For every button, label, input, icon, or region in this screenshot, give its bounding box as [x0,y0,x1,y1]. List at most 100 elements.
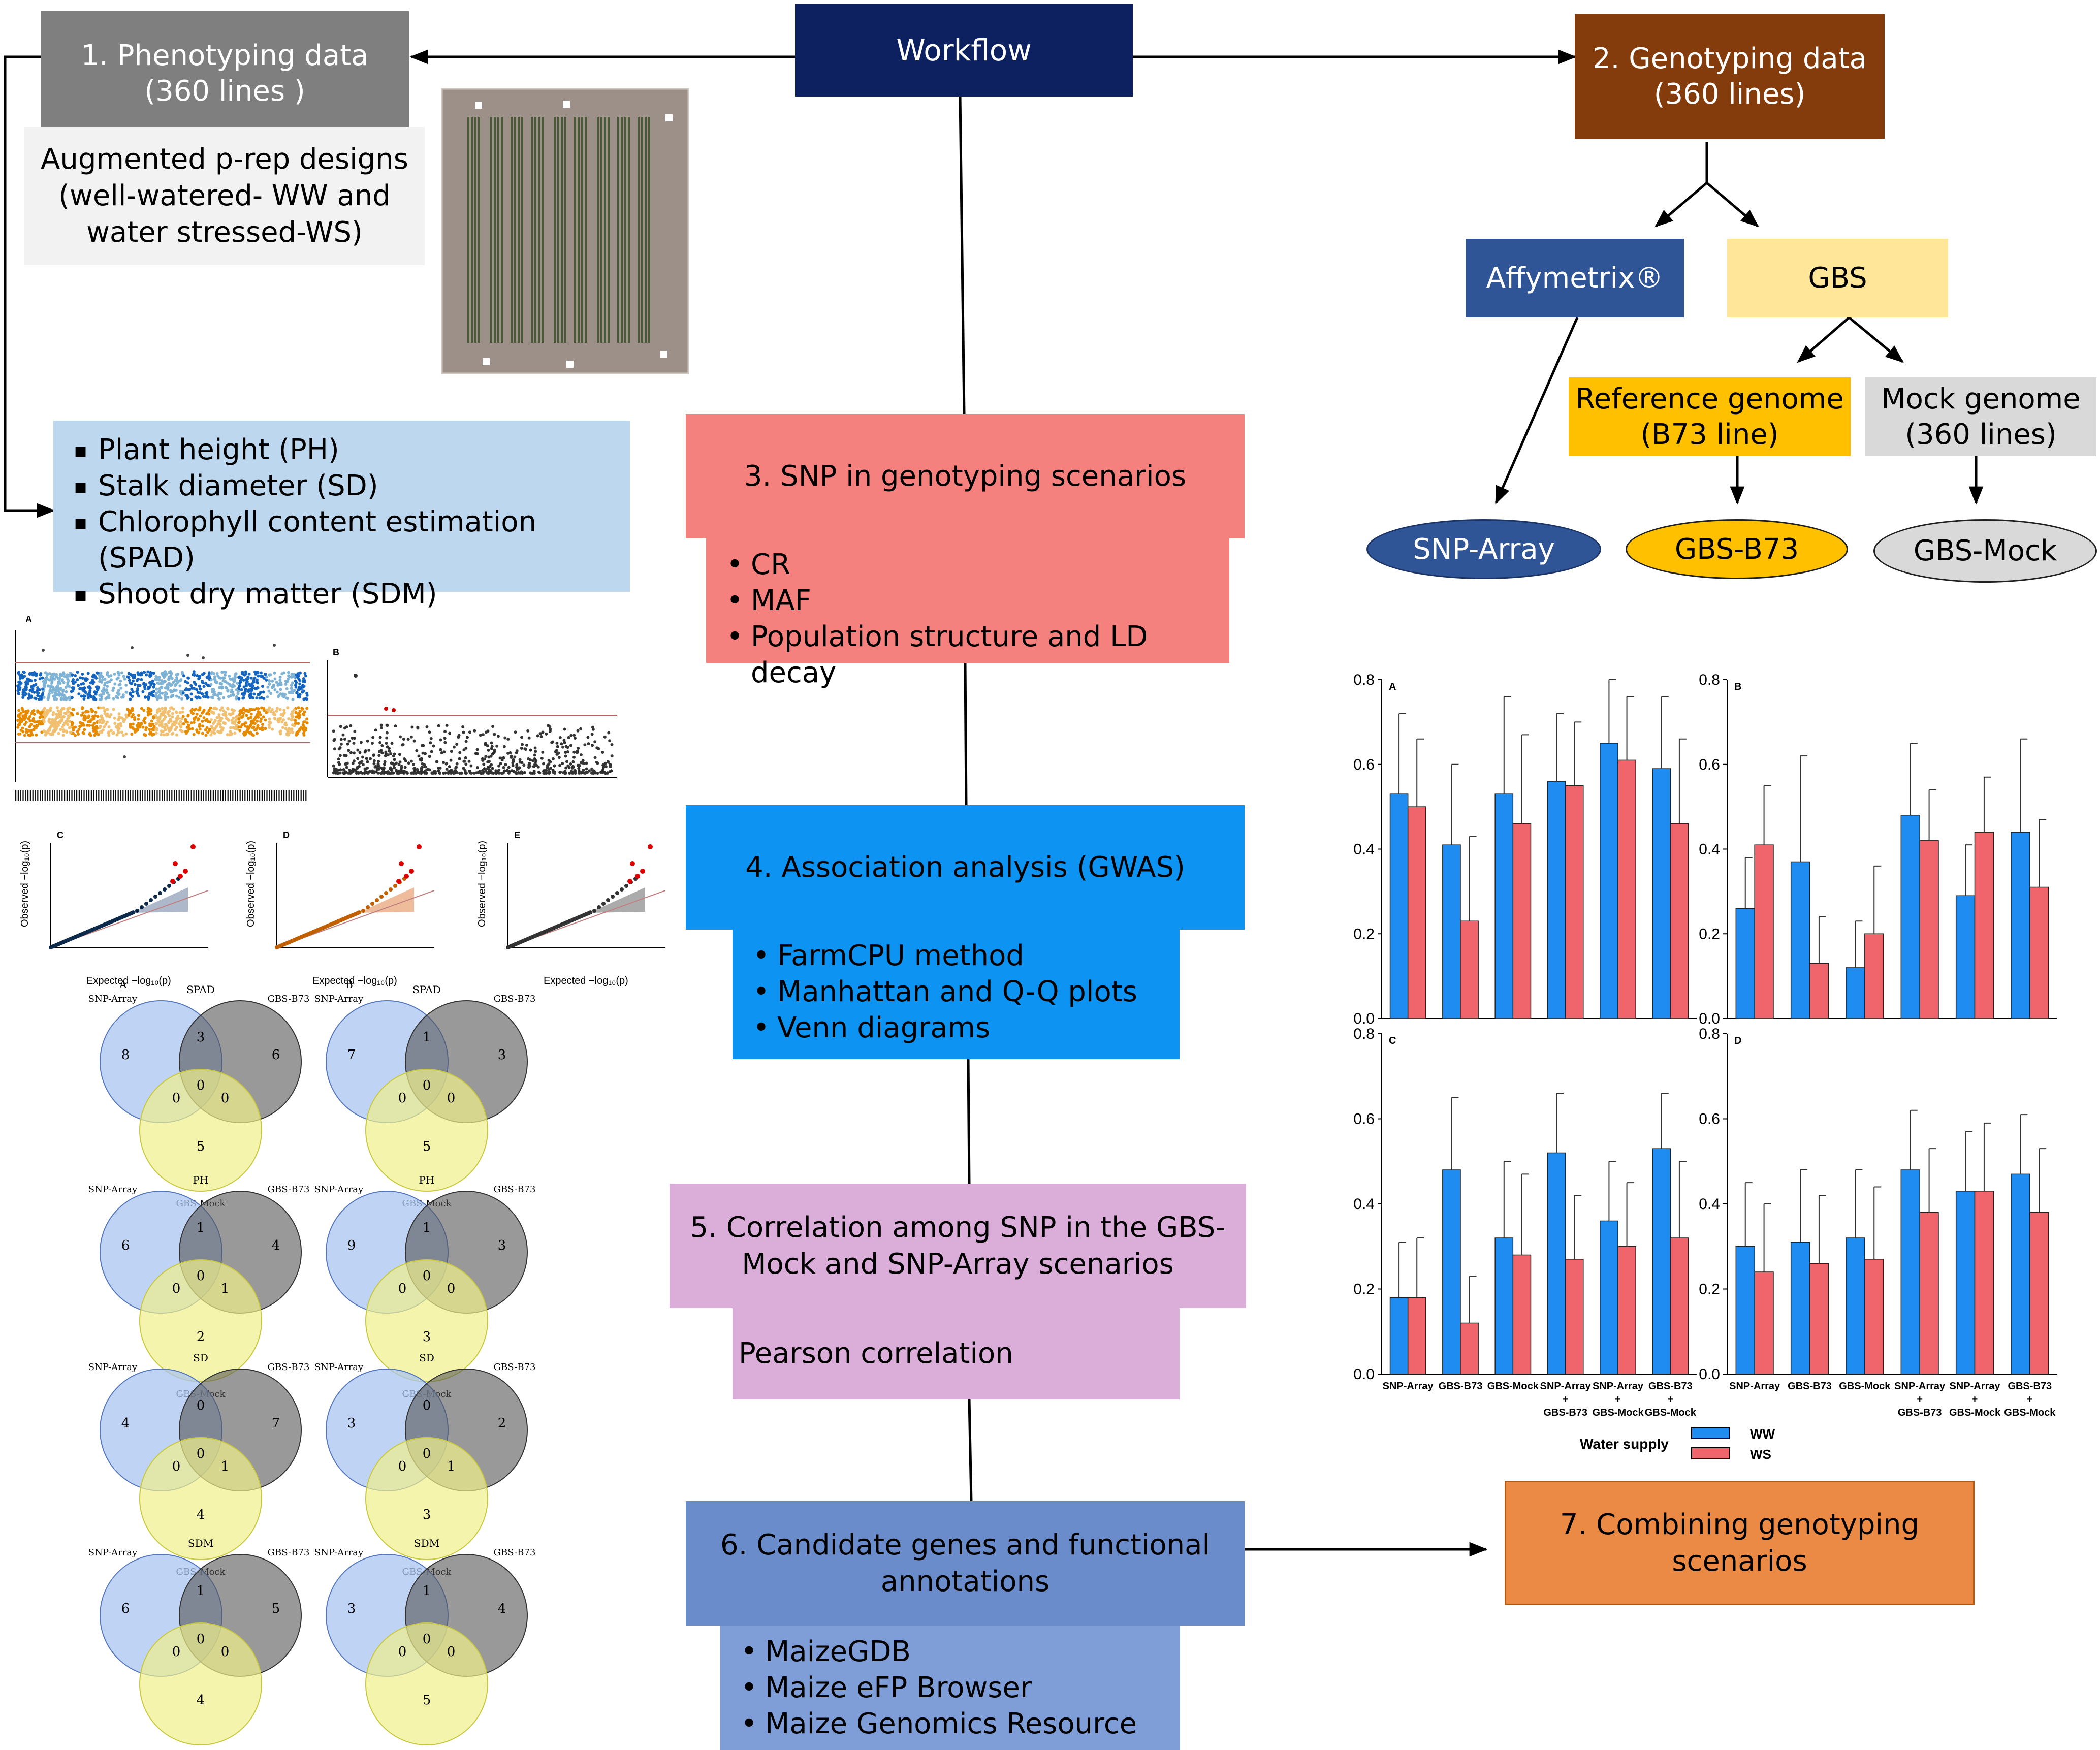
scenario-snp-array: SNP-Array [1366,519,1601,579]
workflow-title: Workflow [795,4,1133,97]
bar-panel-label: D [1734,1035,1741,1046]
venn-count: 6 [121,1238,130,1253]
bar-ww [1442,1169,1461,1375]
venn-set-gbs-b73: GBS-B73 [268,1184,310,1195]
x-tick-label: SNP-Array [1949,1381,2000,1392]
venn-count: 4 [272,1238,280,1253]
step5-correlation: 5. Correlation among SNP in the GBS- Moc… [670,1184,1246,1308]
step7-line2: scenarios [1672,1544,1807,1578]
x-tick-label: SNP-Array [1383,1381,1434,1392]
bar-ws [2029,886,2049,1019]
mock-genome-box: Mock genome (360 lines) [1865,377,2096,456]
step4-title: 4. Association analysis (GWAS) [745,850,1185,884]
qq-xlabel: Expected −log₁₀(p) [86,975,171,987]
venn-set-snp-array: SNP-Array [314,1362,364,1373]
venn-count: 1 [423,1583,431,1599]
venn-set-gbs-b73: GBS-B73 [494,1362,536,1373]
qq-label-D: D [283,830,290,840]
venn-count: 0 [172,1281,181,1296]
bar-ww [1494,793,1514,1019]
x-tick-label: GBS-Mock [1949,1407,2001,1418]
gbs-label: GBS [1808,261,1867,295]
venn-count: 0 [197,1398,205,1413]
venn-trait-label: SPAD [186,983,215,996]
step1-line2: (360 lines ) [144,74,305,108]
bar-ww [1652,1148,1671,1375]
venn-count: 0 [398,1281,407,1296]
venn-count: 0 [197,1632,205,1647]
venn-count: 0 [447,1091,456,1106]
bar-ws [1670,823,1689,1019]
legend-title: Water supply [1580,1436,1669,1452]
venn-count: 0 [172,1459,181,1474]
line-step4-to-step5 [967,1059,971,1184]
x-tick-label: GBS-Mock [1487,1381,1539,1392]
step2-genotyping: 2. Genotyping data (360 lines) [1575,14,1885,139]
venn-circle-gbs-mock [139,1259,262,1382]
step5-items: Pearson correlation [733,1308,1180,1399]
x-tick-label: + [2027,1394,2033,1405]
step2-line2: (360 lines) [1653,77,1806,111]
venn-count: 4 [197,1693,205,1708]
workflow-title-text: Workflow [896,33,1032,68]
reference-line1: Reference genome [1575,382,1844,416]
y-tick-label: 0.0 [1699,1010,1720,1027]
venn-count: 2 [197,1329,205,1345]
venn-count: 4 [197,1507,205,1522]
venn-trait-label: SDM [188,1537,213,1549]
x-tick-label: + [1615,1394,1621,1405]
trait-sdm: Shoot dry matter (SDM) [74,576,610,612]
arrow-to-reference [1797,316,1850,363]
step3-item-popstruct: Population structure and LD decay [726,619,1209,691]
venn-set-snp-array: SNP-Array [88,1547,138,1558]
legend-swatch-ww [1691,1427,1730,1439]
y-tick-label: 0.8 [1699,1026,1720,1042]
y-tick-label: 0.6 [1353,1111,1375,1128]
bar-ws [1565,785,1584,1019]
venn-count: 1 [221,1281,230,1296]
step6-item-efp: Maize eFP Browser [741,1670,1160,1706]
qq-xlabel: Expected −log₁₀(p) [544,975,628,987]
y-tick-label: 0.4 [1699,841,1720,858]
bar-ww [1790,861,1810,1019]
venn-count: 0 [423,1446,431,1461]
venn-count: 1 [447,1459,456,1474]
step1-phenotyping: 1. Phenotyping data (360 lines ) [41,11,409,136]
scenario-gbs-mock: GBS-Mock [1873,519,2097,583]
y-tick-label: 0.4 [1353,1196,1375,1213]
venn-count: 1 [197,1220,205,1235]
step6-line1: 6. Candidate genes and functional [720,1528,1211,1562]
step4-items: FarmCPU method Manhattan and Q-Q plots V… [733,930,1180,1059]
bar-ww [1652,768,1671,1019]
x-tick-label: GBS-B73 [1439,1381,1483,1392]
venn-count: 3 [347,1601,356,1616]
venn-circle-gbs-mock [365,1259,488,1382]
bar-ws [1974,1191,1994,1375]
venn-set-snp-array: SNP-Array [88,1184,138,1195]
step6-candidate-genes: 6. Candidate genes and functional annota… [686,1501,1245,1626]
venn-count: 0 [221,1644,230,1660]
y-tick-label: 0.0 [1353,1010,1375,1027]
bar-ws [1864,1259,1884,1375]
venn-count: 5 [197,1139,205,1154]
y-tick-label: 0.6 [1699,756,1720,773]
venn-set-gbs-b73: GBS-B73 [268,994,310,1004]
bar-ws [1809,963,1829,1019]
y-tick-label: 0.2 [1353,926,1375,942]
gbs-b73-label: GBS-B73 [1674,532,1799,566]
y-tick-label: 0.2 [1699,1281,1720,1298]
venn-trait-label: SPAD [412,983,441,996]
venn-count: 1 [221,1459,230,1474]
bar-panel-label: C [1389,1035,1396,1046]
venn-count: 0 [197,1078,205,1093]
bar-ws [2029,1212,2049,1375]
legend-ww: WW [1750,1426,1775,1442]
bar-ww [1600,743,1618,1019]
step4-item-farmcpu: FarmCPU method [753,938,1159,974]
step3-item-cr: CR [726,547,1209,583]
x-tick-label: SNP-Array [1540,1381,1592,1392]
y-tick-label: 0.4 [1699,1196,1720,1213]
